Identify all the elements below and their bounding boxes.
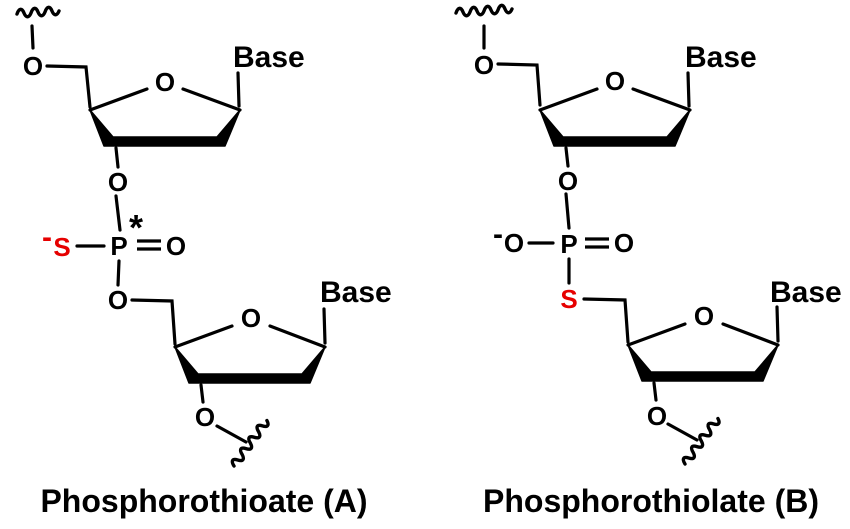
oxygen-3prime-label-lower-b: O [647, 401, 667, 431]
ring-oxygen-label-lower-b: O [694, 301, 714, 331]
bond-o5b-c5-c4 [130, 298, 177, 346]
wavy-bond-bottom-icon-b [681, 416, 721, 466]
bond-o3-squiggle-b [666, 422, 699, 442]
base-label-b: Base [685, 41, 757, 74]
bond-s-c5-c4-b [582, 297, 630, 344]
bond-o5-c5-c4 [45, 64, 92, 109]
bond-c4-ringO [88, 87, 149, 112]
sugar-ring-bold-band-lower [174, 346, 326, 384]
bond-p-o5b [116, 259, 121, 287]
negative-charge-b: - [493, 218, 503, 251]
phosphorus-label-b: P [560, 229, 577, 259]
negative-charge: - [42, 221, 52, 254]
oxygen-3prime-label-b: O [558, 166, 578, 196]
bond-c3-o3 [114, 146, 120, 169]
linker-oxygen-label-b: O [474, 50, 494, 80]
bond-o3-squiggle [215, 424, 248, 444]
bridging-oxygen-label: O [108, 285, 128, 315]
phosphorus-label: P [110, 231, 127, 261]
bond-ringO-c1-b [631, 87, 692, 112]
structure-a: O O Base O - S P * O O O Base O [15, 5, 392, 519]
sulfur-label: S [53, 232, 70, 262]
bond-squiggle-o5 [30, 24, 35, 50]
linker-oxygen-label: O [23, 51, 43, 81]
bond-c1-base-lower [322, 307, 327, 345]
ring-oxygen-label-lower: O [241, 303, 261, 333]
ring-oxygen-label-b: O [605, 66, 625, 96]
bond-ringO-c1-lower [268, 324, 327, 349]
wavy-bond-top-icon [15, 5, 61, 19]
bond-o3-p [114, 194, 122, 232]
ring-oxygen-label: O [155, 67, 175, 97]
structure-b-caption: Phosphorothiolate (B) [483, 483, 819, 519]
sugar-ring-bold-band-lower-b [627, 344, 779, 382]
bond-c3-o3-lower-b [652, 381, 658, 402]
bond-c1-base-lower-b [775, 305, 780, 343]
sugar-ring-bold-band [89, 109, 241, 147]
bond-c4-ringO-lower-b [626, 322, 687, 347]
bond-o3-p-b [564, 192, 571, 230]
sugar-ring-bold-band-b [539, 109, 691, 147]
base-label-lower: Base [320, 276, 392, 309]
bond-c3-o3-b [564, 146, 570, 168]
bond-c1-base [236, 71, 241, 108]
base-label-lower-b: Base [770, 276, 842, 309]
bond-ringO-c1 [181, 87, 242, 112]
bond-c4-ringO-b [538, 87, 599, 112]
structure-a-caption: Phosphorothioate (A) [40, 483, 367, 519]
wavy-bond-top-icon-b [454, 3, 514, 18]
bond-c1-base-b [686, 71, 691, 108]
wavy-bond-bottom-icon [230, 418, 270, 468]
bridging-sulfur-label-b: S [560, 284, 577, 314]
chirality-asterisk: * [129, 207, 143, 248]
oxygen-3prime-label: O [108, 167, 128, 197]
bond-ringO-c1-lower-b [721, 322, 780, 347]
double-bond-oxygen-label-b: O [614, 228, 634, 258]
oxygen-3prime-label-lower: O [195, 402, 215, 432]
double-bond-oxygen-label: O [166, 231, 186, 261]
bond-c4-ringO-lower [173, 324, 234, 349]
bond-o5-c5-c4-b [496, 62, 542, 107]
base-label: Base [233, 41, 305, 74]
bond-c3-o3-lower [199, 383, 205, 404]
structure-b: O O Base O - O P O S O Base O Pho [454, 3, 842, 519]
negative-oxygen-label-b: O [504, 228, 524, 258]
